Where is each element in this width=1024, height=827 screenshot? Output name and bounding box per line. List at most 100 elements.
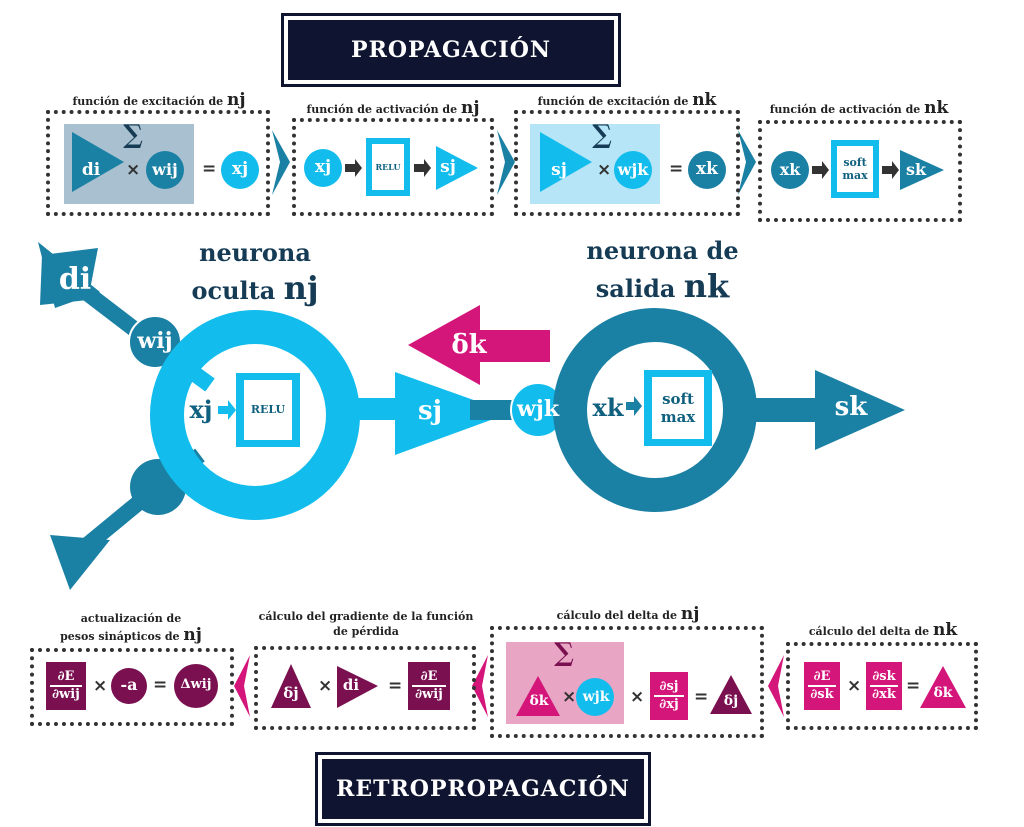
bwd3-caption: cálculo del delta de nj [492,604,764,624]
fwd1-xj-circle [221,151,259,189]
bwd4-caption: cálculo del delta de nk [788,620,978,640]
hidden-neuron-title: neurona oculta nj [175,238,335,308]
output-title-line2: salida [595,274,676,303]
hidden-relu-inner [244,380,292,440]
bwd2-eq: = [388,676,403,696]
bwd2-caption: cálculo del gradiente de la función de p… [254,610,478,640]
fwd3-sum: ∑ [592,120,612,150]
fwd-connector-3 [738,130,756,195]
net-input-di: di [58,262,92,297]
hidden-title-line1: neurona [199,238,311,267]
fwd3-caption: función de excitación de nk [515,90,739,110]
input-arrowhead-lower [50,535,110,590]
bwd2-times: × [318,676,333,696]
fwd4-arrow-out [882,161,899,179]
output-title-var: nk [683,267,730,305]
fwd3-times: × [597,160,612,180]
output-title-line1: neurona de [586,236,739,265]
fwd4-xk-circle [771,151,809,189]
fwd4-output: sk [905,160,927,179]
fwd4-box [758,120,962,222]
bwd2-dj-triangle [271,664,311,708]
bwd1-frac-num: ∂E [57,669,75,685]
bwd4-box [786,642,978,730]
net-output-fn-line2: max [660,408,696,426]
fwd2-sj-triangle [436,146,478,190]
fwd2-box [292,118,494,216]
net-delta-back: δk [451,330,487,360]
bwd4-result: δk [933,685,953,701]
hidden-x-arrow [218,400,236,420]
bwd1-factor: -a [120,675,138,694]
fwd4-caption: función de activación de nk [756,98,962,118]
fwd1-result: xj [231,159,249,179]
fwd4-fn-line1: soft [843,156,867,169]
fwd1-a: di [81,160,101,180]
delta-back-arrow [408,305,550,385]
fwd2-arrow-in [345,159,362,177]
bwd4-fraction2: ∂sk ∂xk [864,660,904,712]
bwd3-frac-den: ∂xj [659,697,679,712]
fwd-connector-2 [497,130,515,195]
bwd2-b: di [342,676,360,694]
fwd1-box [46,110,270,216]
net-hidden-s: sj [417,396,443,426]
fwd1-caption-text: función de excitación de [72,95,224,108]
fwd2-caption: función de activación de nj [290,98,496,118]
bwd3-times2: × [630,687,645,707]
bwd4-caption-var: nk [933,620,958,640]
bwd2-frac-num: ∂E [420,669,438,685]
fwd3-eq: = [669,159,684,179]
bwd3-eq: = [694,687,709,707]
net-output-fn-line1: soft [662,390,694,408]
bwd3-sum: ∑ [554,638,574,668]
bwd-connector-2 [472,655,488,717]
sk-arrow [815,370,905,450]
fwd4-caption-text: función de activación de [769,103,921,116]
bwd1-result: Δwij [180,677,212,692]
fwd3-caption-var: nk [692,90,717,110]
fwd1-caption-var: nj [227,90,246,110]
bwd4-frac2-num: ∂sk [872,669,896,685]
fwd1-di-triangle [72,132,124,192]
fwd1-times: × [126,160,141,180]
fwd2-relu-inner [372,144,404,190]
bwd3-wjk-circle [576,678,614,716]
bwd2-caption-line2: de pérdida [333,624,399,638]
bwd-connector-3 [768,655,784,717]
bwd3-frac-num: ∂sj [659,679,679,695]
bwd3-dj-triangle [710,675,752,714]
bwd4-dk-triangle [920,666,966,708]
bwd2-fraction: ∂E ∂wij [406,660,452,712]
bwd1-caption-line1: actualización de [80,612,182,625]
net-output-x: xk [592,393,624,422]
fwd4-arrow-in [812,161,829,179]
output-softmax-inner [652,377,704,439]
bwd3-box [490,626,764,738]
bwd1-caption-line2: pesos sinápticos de [60,630,180,644]
hidden-title-var: nj [283,269,319,307]
bwd2-a: δj [283,684,299,702]
bwd1-caption: actualización de pesos sinápticos de nj [32,612,230,646]
fwd1-caption: función de excitación de nj [48,90,270,110]
input-arrowhead-di [38,242,100,308]
bwd3-caption-text: cálculo del delta de [556,609,677,622]
bwd1-a-circle [111,668,147,704]
fwd1-b: wij [152,160,178,179]
fwd2-caption-text: función de activación de [306,103,458,116]
fwd3-b: wjk [617,160,649,179]
fwd3-sj-triangle [540,132,592,192]
fwd3-a: sj [551,160,567,180]
sj-arrow [395,372,510,455]
bwd4-fraction1: ∂E ∂sk [802,660,842,712]
fwd4-caption-var: nk [924,98,949,118]
bwd3-caption-var: nj [680,604,700,624]
net-hidden-fn: RELU [250,403,286,416]
net-weight-wjk: wjk [516,396,560,422]
fwd4-softmax-inner [837,146,873,192]
hidden-title-line2: oculta [191,276,276,305]
bwd-connector-1 [234,655,250,717]
bwd2-di-triangle [337,666,378,708]
bwd4-frac1-den: ∂sk [810,687,834,702]
